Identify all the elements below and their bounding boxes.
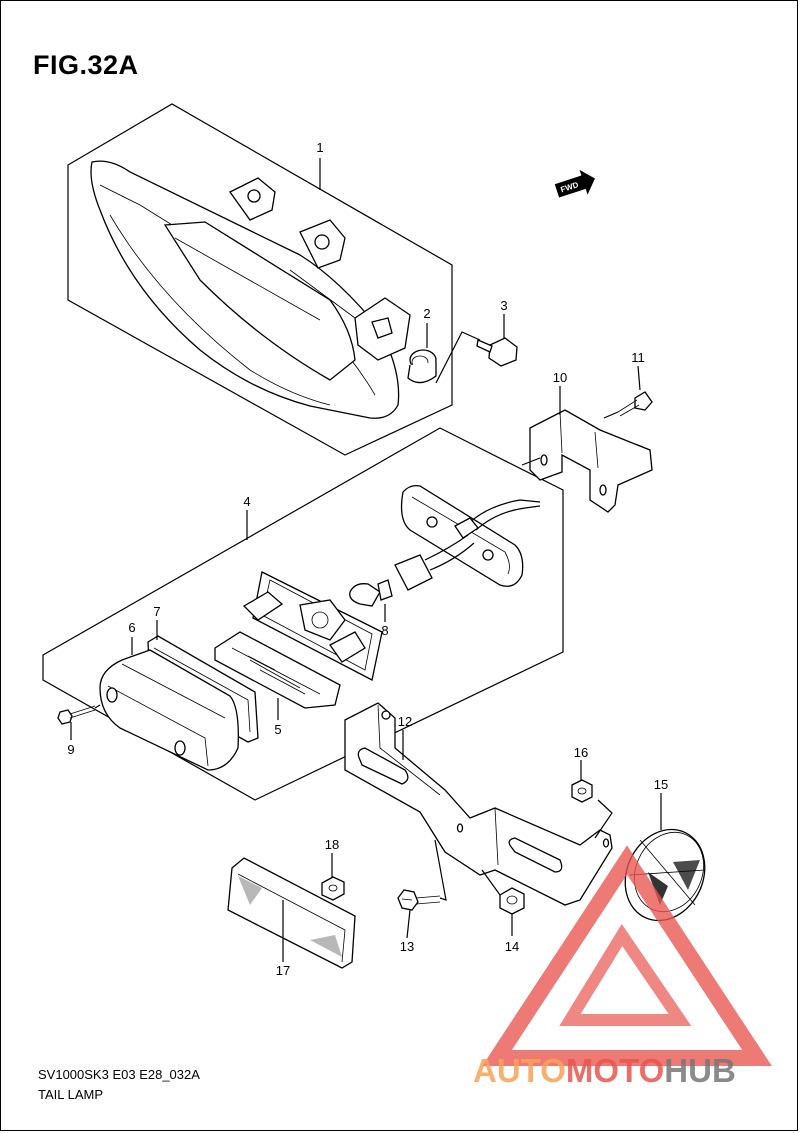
callout-18: 18 — [325, 837, 339, 852]
callout-9: 9 — [67, 742, 74, 757]
part-lamp-housing-body — [242, 571, 383, 681]
forward-arrow-icon — [554, 169, 595, 198]
part-nut-lower — [499, 887, 525, 915]
part-bracket-upper — [529, 409, 653, 513]
callout-10: 10 — [553, 370, 567, 385]
callout-3: 3 — [500, 298, 507, 313]
callout-leaders — [70, 158, 662, 962]
part-socket-plate — [400, 484, 541, 587]
watermark-text-moto: MOTO — [566, 1052, 664, 1089]
watermark-logo: AUTOMOTOHUB — [473, 845, 772, 1089]
figure-caption: TAIL LAMP — [38, 1087, 104, 1102]
callout-11: 11 — [631, 350, 645, 365]
leader-screw-lower — [434, 839, 447, 901]
part-lens-cover — [214, 631, 341, 709]
part-license-bracket — [344, 702, 613, 906]
leader-bracket-hole — [521, 457, 541, 466]
svg-text:AUTOMOTOHUB: AUTOMOTOHUB — [473, 1052, 736, 1089]
part-rect-reflector — [227, 857, 356, 969]
leader-nut-lower — [481, 869, 501, 896]
part-tail-lamp-housing — [90, 160, 411, 419]
watermark-text-auto: AUTO — [473, 1052, 566, 1089]
callout-16: 16 — [574, 745, 588, 760]
callout-5: 5 — [274, 722, 281, 737]
part-nut-reflector — [571, 779, 593, 803]
callout-17: 17 — [276, 963, 290, 978]
watermark-text-hub: HUB — [664, 1052, 736, 1089]
callout-2: 2 — [423, 306, 430, 321]
figure-title: FIG.32A — [33, 50, 139, 80]
callout-14: 14 — [505, 939, 519, 954]
callout-12: 12 — [398, 714, 412, 729]
callout-13: 13 — [400, 939, 414, 954]
forward-direction-badge: FWD — [554, 169, 595, 198]
part-bulb — [349, 579, 393, 607]
leader-screw-bracket — [603, 411, 619, 419]
callout-6: 6 — [128, 620, 135, 635]
callout-7: 7 — [153, 604, 160, 619]
group-box-lamp-unit — [42, 427, 564, 801]
callout-8: 8 — [381, 623, 388, 638]
group-box-tail-lamp-housing — [67, 103, 453, 456]
part-tail-lens — [99, 649, 239, 771]
part-screw-lower — [397, 889, 441, 911]
leader-screw — [94, 704, 101, 709]
watermark-triangle-icon — [482, 845, 772, 1066]
callout-15: 15 — [654, 777, 668, 792]
leader-nut-to-grommet — [435, 331, 481, 384]
callout-4: 4 — [243, 494, 250, 509]
leader-nut-to-bracket — [594, 799, 613, 839]
part-screw-bracket — [617, 391, 653, 417]
part-nut — [476, 337, 518, 367]
part-grommet — [407, 349, 437, 384]
part-bulb-socket — [394, 534, 475, 591]
figure-code: SV1000SK3 E03 E28_032A — [38, 1067, 200, 1082]
part-nut-small — [321, 876, 345, 901]
part-screw-lens — [57, 705, 96, 725]
callout-1: 1 — [316, 140, 323, 155]
